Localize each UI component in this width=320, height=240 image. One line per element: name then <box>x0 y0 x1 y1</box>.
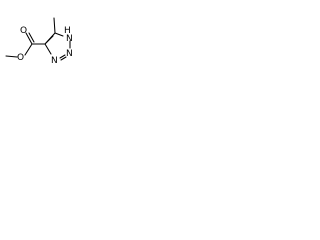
atom-n2-label: N <box>66 49 73 59</box>
bond-c4-c5-inner <box>45 35 54 44</box>
bond-carbonyl-ester-o <box>24 43 33 56</box>
bond-n2-n3 <box>59 54 66 59</box>
atom-n3-label: N <box>51 56 58 66</box>
bond-carbonyl-o <box>25 32 33 45</box>
atom-n1-h-label: H <box>64 26 71 36</box>
bond-n3-c5 <box>44 43 52 55</box>
molecule-structure: H N N N O O <box>5 17 73 66</box>
atom-ester-o-label: O <box>17 53 24 63</box>
bond-ester-o-methyl <box>5 55 18 58</box>
atom-carbonyl-o-label: O <box>20 26 27 36</box>
bond-c4-methyl <box>53 17 56 34</box>
bond-carbonyl-o-inner <box>28 32 35 43</box>
bond-c4-n1 <box>54 32 64 37</box>
atom-n1-label: N <box>66 34 73 44</box>
bond-n2-n3-inner <box>60 56 67 61</box>
